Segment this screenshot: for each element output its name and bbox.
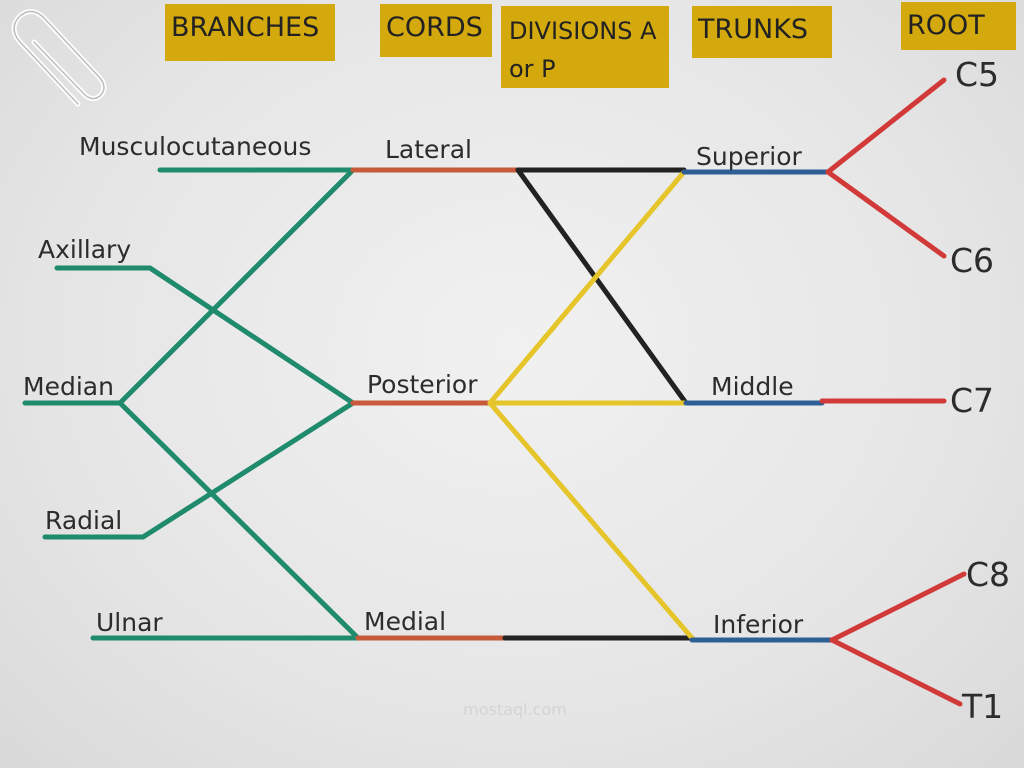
watermark: mostaql.com xyxy=(463,700,567,719)
label-ulnar: Ulnar xyxy=(96,608,163,637)
division-posterior-inferior xyxy=(487,400,695,641)
branch-line-medial-to-median xyxy=(117,400,361,641)
label-radial: Radial xyxy=(45,506,123,535)
label-inferior-trunk: Inferior xyxy=(713,610,804,639)
root-line-c8 xyxy=(829,571,967,643)
label-lateral-cord: Lateral xyxy=(385,135,472,164)
label-musculocutaneous: Musculocutaneous xyxy=(79,132,312,161)
label-axillary: Axillary xyxy=(38,235,132,264)
header-root: ROOT xyxy=(901,2,1016,50)
division-posterior-superior xyxy=(487,169,687,406)
root-line-c6 xyxy=(825,169,947,259)
label-root-c5: C5 xyxy=(955,55,1000,94)
label-posterior-cord: Posterior xyxy=(367,370,478,399)
label-median: Median xyxy=(23,372,114,401)
header-branches: BRANCHES xyxy=(165,4,335,61)
label-root-t1: T1 xyxy=(962,687,1004,726)
root-line-t1 xyxy=(829,637,963,707)
division-anterior-middle xyxy=(515,167,689,406)
label-superior-trunk: Superior xyxy=(696,142,802,171)
paperclip-icon xyxy=(11,9,107,107)
branch-line-lateral-to-median xyxy=(117,167,356,406)
label-medial-cord: Medial xyxy=(364,607,447,636)
header-cords: CORDS xyxy=(380,4,492,57)
header-divisions: DIVISIONS A or P xyxy=(501,6,669,88)
label-root-c7: C7 xyxy=(950,381,995,420)
branch-line-radial-to-posterior xyxy=(140,400,356,540)
label-root-c6: C6 xyxy=(950,241,995,280)
root-line-c5 xyxy=(825,77,947,175)
header-trunks: TRUNKS xyxy=(692,6,832,58)
label-root-c8: C8 xyxy=(966,555,1011,594)
branch-line-axillary-to-posterior xyxy=(147,265,356,406)
label-middle-trunk: Middle xyxy=(711,372,794,401)
